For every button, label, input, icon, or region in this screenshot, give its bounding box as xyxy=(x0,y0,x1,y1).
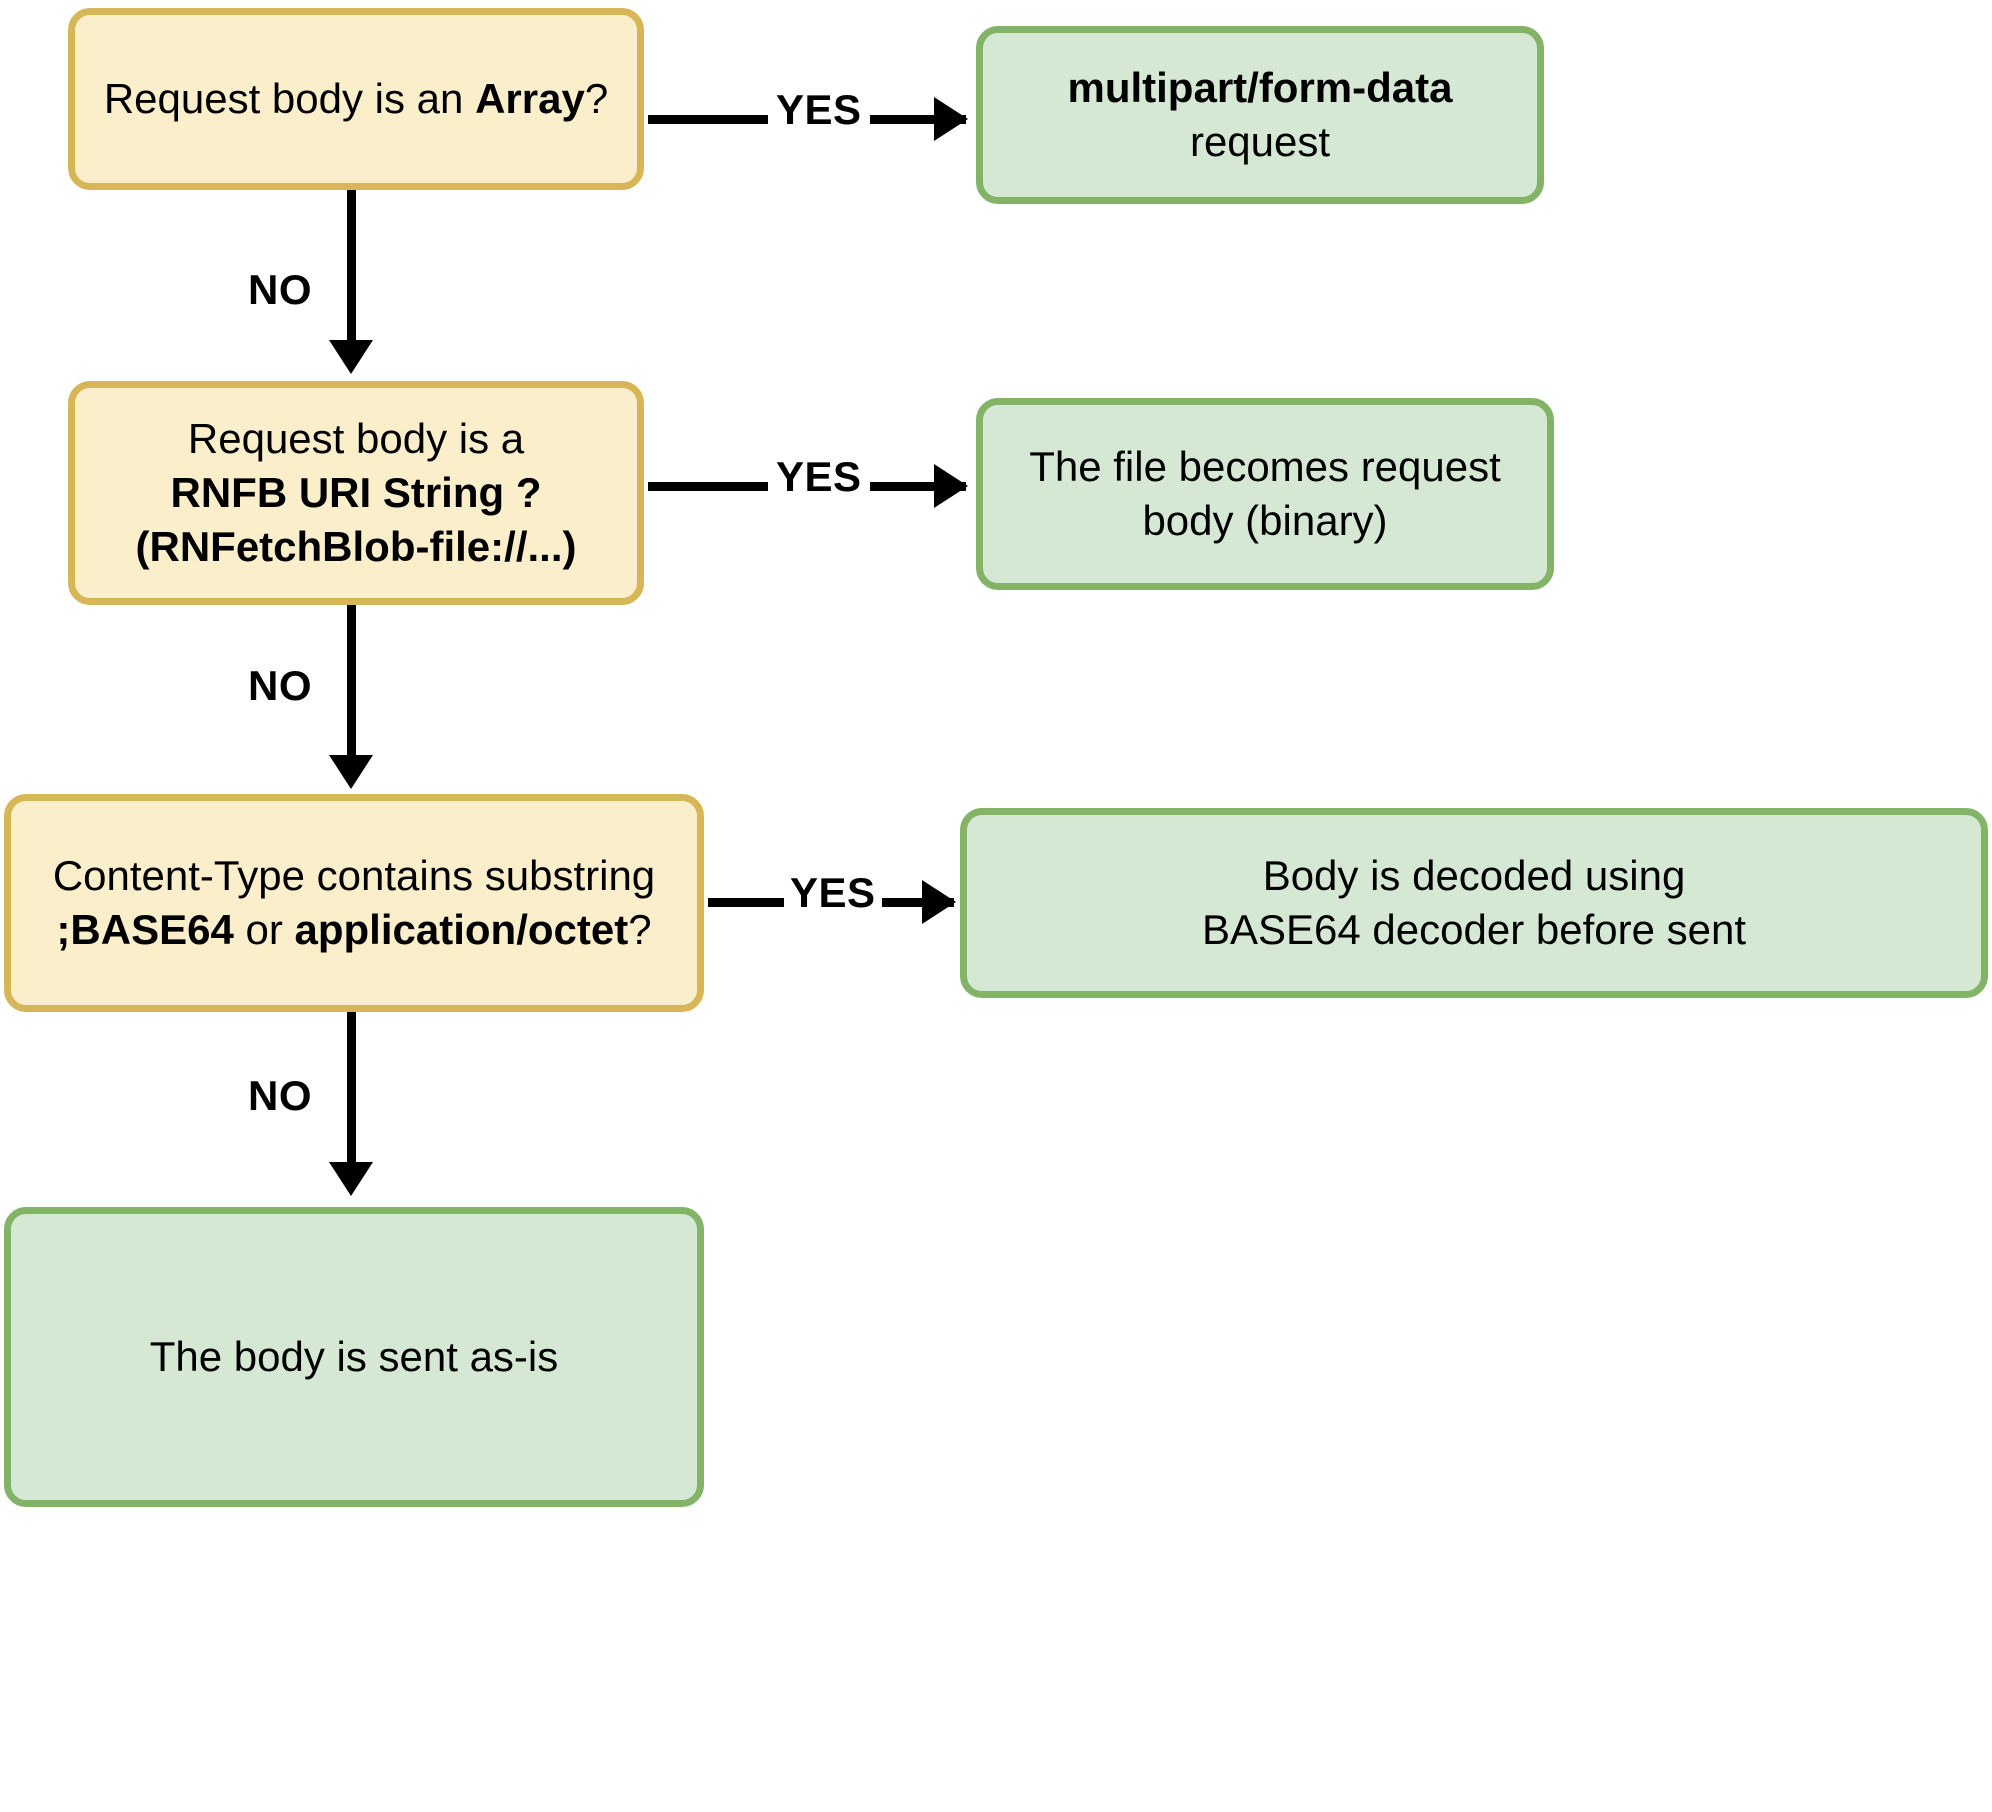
decision-node-content-type-label: Content-Type contains substring ;BASE64 … xyxy=(11,849,697,957)
decision-node-array-label: Request body is an Array? xyxy=(75,72,637,126)
outcome-node-as-is[interactable]: The body is sent as-is xyxy=(4,1207,704,1507)
text-run-bold: Array xyxy=(475,75,585,123)
text-run: body (binary) xyxy=(1142,497,1388,544)
outcome-node-base64-decode[interactable]: Body is decoded using BASE64 decoder bef… xyxy=(960,808,1988,998)
text-run: The file becomes request xyxy=(1029,443,1501,491)
decision-node-content-type[interactable]: Content-Type contains substring ;BASE64 … xyxy=(4,794,704,1012)
text-run: The body is sent as-is xyxy=(149,1333,559,1381)
text-run-bold: RNFB URI String ? xyxy=(170,469,542,517)
text-run: or xyxy=(233,906,295,953)
edge-d3-o4-arrowhead xyxy=(329,1162,373,1196)
text-run: Body is decoded using xyxy=(1262,852,1686,900)
edge-d1-d2-arrowhead xyxy=(329,340,373,374)
outcome-node-multipart-label: multipart/form-data request xyxy=(983,61,1537,169)
outcome-node-file-binary[interactable]: The file becomes request body (binary) xyxy=(976,398,1554,590)
text-run: Request body is an xyxy=(103,75,476,123)
text-run: BASE64 decoder before sent xyxy=(1201,906,1747,953)
edge-label-no-2: NO xyxy=(242,662,318,710)
decision-node-rnfb-uri[interactable]: Request body is a RNFB URI String ? (RNF… xyxy=(68,381,644,605)
text-run: Request body is a xyxy=(187,415,525,463)
edge-d1-d2-line xyxy=(347,190,356,352)
outcome-node-multipart[interactable]: multipart/form-data request xyxy=(976,26,1544,204)
outcome-node-base64-decode-label: Body is decoded using BASE64 decoder bef… xyxy=(967,849,1981,957)
text-run: ? xyxy=(584,75,609,123)
outcome-node-file-binary-label: The file becomes request body (binary) xyxy=(983,440,1547,548)
edge-d2-o2-arrowhead xyxy=(934,464,968,508)
edge-label-no-1: NO xyxy=(242,266,318,314)
text-run-bold: application/octet xyxy=(294,906,629,953)
edge-d2-d3-arrowhead xyxy=(329,755,373,789)
text-run-bold: ;BASE64 xyxy=(56,906,234,953)
edge-d2-d3-line xyxy=(347,605,356,767)
edge-label-yes-3: YES xyxy=(784,869,882,917)
outcome-node-as-is-label: The body is sent as-is xyxy=(11,1330,697,1384)
text-run: Content-Type contains substring xyxy=(52,852,656,900)
text-run-bold: (RNFetchBlob-file://...) xyxy=(135,522,577,570)
decision-node-array[interactable]: Request body is an Array? xyxy=(68,8,644,190)
text-run: ? xyxy=(628,906,652,953)
edge-d3-o3-arrowhead xyxy=(922,880,956,924)
edge-d3-o4-line xyxy=(347,1012,356,1174)
text-run-bold: multipart/form-data xyxy=(1067,64,1453,112)
edge-label-yes-2: YES xyxy=(768,453,870,501)
edge-d1-o1-arrowhead xyxy=(934,97,968,141)
text-run: request xyxy=(1189,118,1331,165)
edge-label-yes-1: YES xyxy=(768,86,870,134)
decision-node-rnfb-uri-label: Request body is a RNFB URI String ? (RNF… xyxy=(75,412,637,573)
edge-label-no-3: NO xyxy=(242,1072,318,1120)
